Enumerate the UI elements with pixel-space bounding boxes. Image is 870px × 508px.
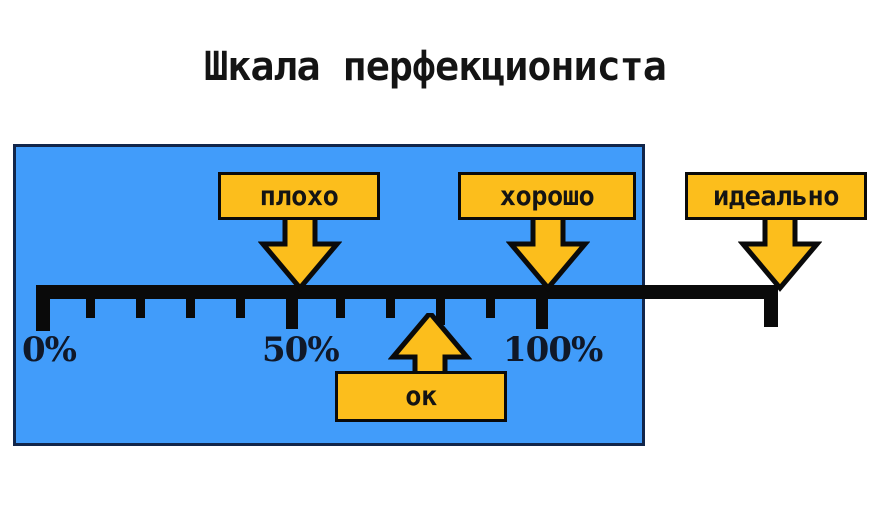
tick-major-0 (36, 299, 50, 331)
page-title: Шкала перфекциониста (204, 44, 667, 90)
tick-minor-7 (386, 299, 395, 318)
tick-major-50 (286, 299, 298, 329)
scale-label-50: 50% (262, 330, 340, 370)
tick-minor-9 (486, 299, 495, 318)
scale-label-0: 0% (22, 330, 77, 370)
scale-label-100-text: 100% (503, 330, 603, 370)
callout-ok[interactable]: ок (335, 371, 507, 422)
tick-minor-2 (136, 299, 145, 318)
tick-major-100 (536, 299, 548, 329)
tick-minor-3 (186, 299, 195, 318)
callout-ideal[interactable]: идеально (685, 172, 867, 220)
scale-label-0-text: 0% (22, 330, 77, 370)
ruler-bar (36, 285, 778, 299)
tick-end (764, 299, 778, 327)
tick-minor-4 (236, 299, 245, 318)
callout-bad[interactable]: плохо (218, 172, 380, 220)
callout-ok-label: ок (405, 381, 437, 412)
scale-label-50-text: 50% (262, 330, 340, 370)
callout-good-label: хорошо (499, 180, 595, 212)
tick-minor-6 (336, 299, 345, 318)
callout-ideal-label: идеально (712, 180, 840, 212)
tick-minor-1 (86, 299, 95, 318)
tick-minor-8 (436, 299, 445, 325)
callout-good[interactable]: хорошо (458, 172, 636, 220)
scale-label-100: 100% (503, 330, 603, 370)
callout-bad-label: плохо (259, 180, 339, 212)
